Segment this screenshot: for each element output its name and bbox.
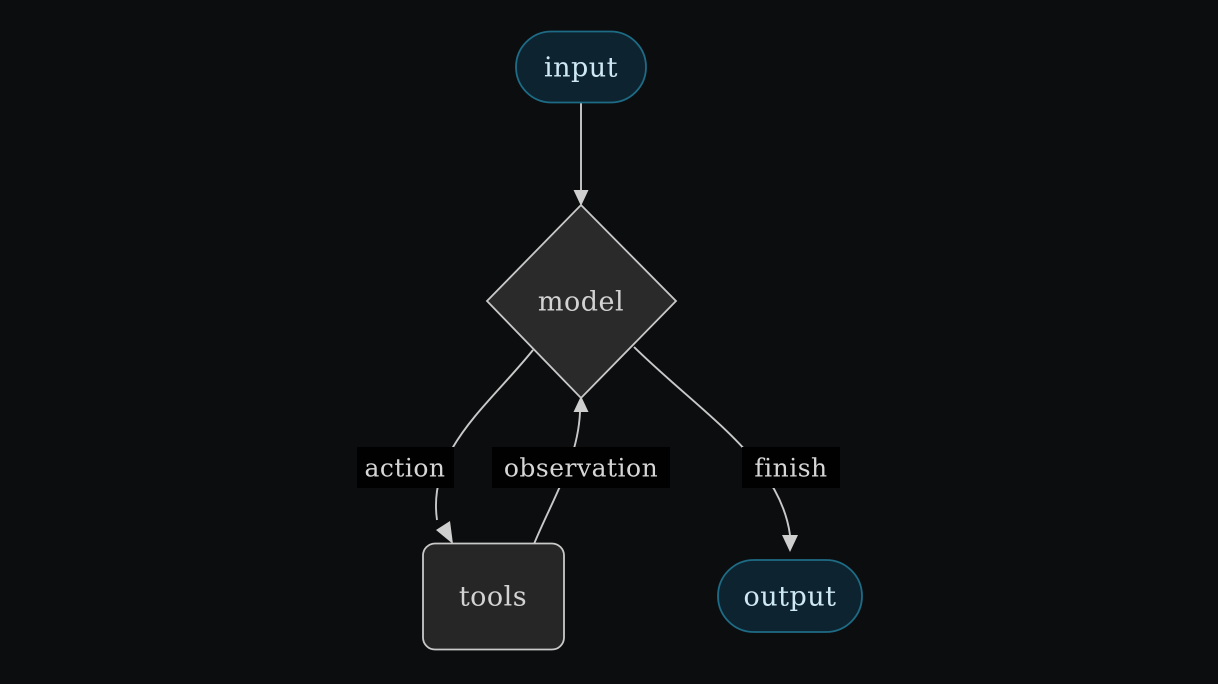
arrowhead-into-model-bottom	[573, 396, 589, 412]
edge-input-to-model[interactable]	[573, 103, 589, 206]
node-tools[interactable]: tools	[422, 542, 565, 651]
node-input[interactable]: input	[515, 30, 647, 104]
edge-model-to-tools-path	[434, 349, 534, 521]
node-output-shape	[717, 559, 863, 633]
edge-label-action-text: action	[364, 454, 445, 483]
edge-label-observation-bg	[492, 447, 670, 488]
arrowhead-into-tools	[436, 521, 453, 544]
edge-label-finish-bg	[742, 447, 840, 488]
edge-model-to-output-path	[633, 346, 791, 536]
arrowhead-into-output	[782, 535, 798, 552]
nodes-layer: input model tools output	[422, 30, 863, 651]
node-model-shape	[485, 203, 678, 400]
edge-label-finish: finish	[742, 447, 840, 488]
node-model[interactable]: model	[485, 203, 678, 400]
edge-model-to-output[interactable]	[633, 346, 798, 552]
edge-label-observation: observation	[492, 447, 670, 488]
node-tools-label: tools	[459, 582, 527, 613]
edge-model-to-tools[interactable]	[434, 349, 534, 544]
edge-label-action: action	[357, 447, 454, 488]
node-output-label: output	[743, 582, 836, 613]
node-output[interactable]: output	[717, 559, 863, 633]
edge-labels-layer: action observation finish	[357, 447, 840, 488]
arrowhead-into-model-top	[573, 190, 589, 206]
edge-label-finish-text: finish	[754, 454, 827, 483]
node-input-shape	[515, 30, 647, 104]
node-tools-shape	[422, 542, 565, 651]
edge-label-observation-text: observation	[504, 454, 658, 483]
node-model-label: model	[538, 287, 624, 318]
node-input-label: input	[544, 53, 618, 84]
edge-label-action-bg	[357, 447, 454, 488]
